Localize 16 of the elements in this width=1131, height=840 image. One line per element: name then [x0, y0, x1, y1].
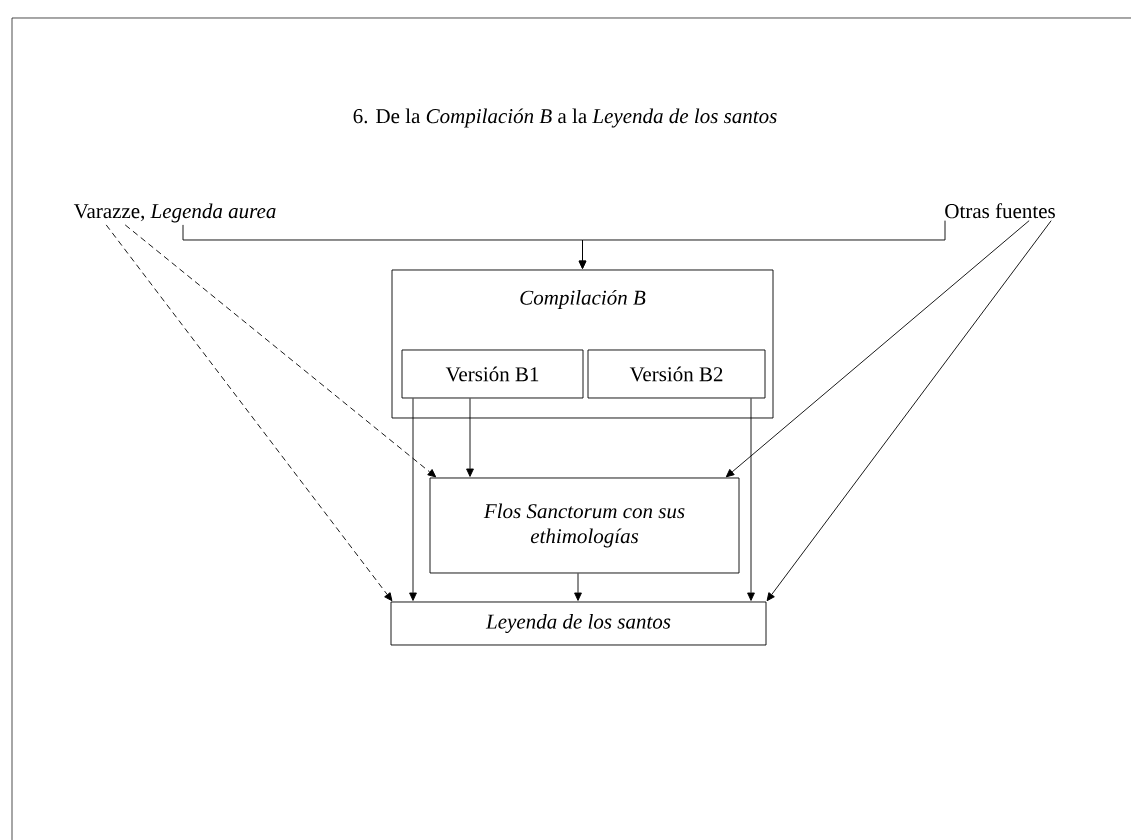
arrow: [747, 398, 755, 601]
arrow: [574, 573, 582, 601]
arrow: [105, 224, 393, 602]
arrow: [725, 220, 1030, 478]
arrow: [578, 220, 946, 269]
arrow: [124, 224, 437, 478]
title: 6. De la Compilación B a la Leyenda de los santos: [353, 108, 777, 128]
arrow: [409, 398, 417, 601]
version-box: Versión B1: [401, 349, 584, 399]
arrow: [466, 398, 474, 477]
arrow: [766, 220, 1052, 602]
text-box: Flos Sanctorum con sus ethimologías: [429, 477, 740, 574]
source-label: Varazze, Legenda aurea: [73, 203, 276, 223]
version-box: Versión B2: [587, 349, 766, 399]
source-label: Otras fuentes: [945, 203, 1055, 219]
text-box: Leyenda de los santos: [390, 601, 767, 646]
